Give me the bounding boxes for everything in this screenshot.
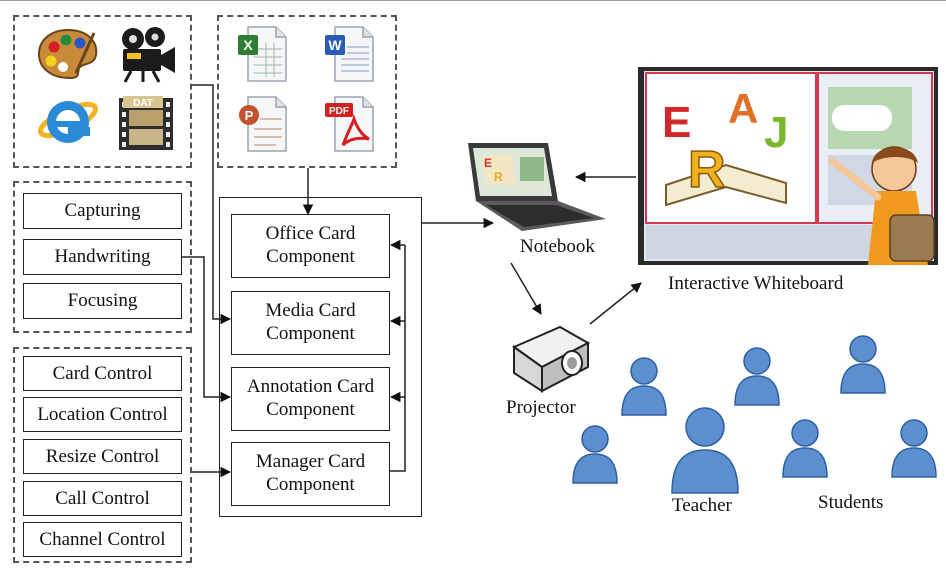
office-card-line2: Component [266, 246, 355, 267]
teacher-icon [671, 407, 739, 494]
call-control-box: Call Control [23, 481, 182, 516]
media-apps-group [13, 15, 192, 168]
film-strip-text: DAT [133, 98, 153, 109]
notebook-laptop-icon: E R [468, 143, 606, 231]
whiteboard-letter-a: A [728, 85, 758, 132]
student-icon-1 [621, 357, 667, 416]
student-icon-4 [572, 425, 618, 484]
card-components-container [219, 197, 422, 517]
word-badge: W [328, 37, 342, 53]
media-card-line2: Component [266, 323, 355, 344]
notebook-label: Notebook [520, 236, 595, 257]
powerpoint-file-icon: P [239, 96, 287, 152]
office-card-line1: Office Card [265, 223, 356, 245]
svg-text:R: R [494, 170, 503, 184]
capturing-box: Capturing [23, 193, 182, 229]
manager-card-line2: Component [266, 474, 355, 495]
resize-control-box: Resize Control [23, 439, 182, 474]
word-file-icon: W [325, 26, 374, 82]
student-icon-5 [782, 419, 828, 478]
movie-camera-icon [122, 27, 175, 83]
students-label: Students [818, 492, 884, 513]
whiteboard-letter-j: J [764, 108, 788, 157]
controls-group [13, 347, 192, 563]
student-icon-2 [734, 347, 780, 406]
handwriting-box: Handwriting [23, 239, 182, 275]
projector-icon [511, 325, 591, 393]
channel-control-box: Channel Control [23, 522, 182, 557]
annotation-card-line2: Component [266, 399, 355, 420]
internet-explorer-icon [37, 101, 99, 143]
excel-file-icon: X [238, 26, 287, 82]
projector-label: Projector [506, 397, 576, 418]
whiteboard-label: Interactive Whiteboard [668, 273, 844, 294]
line-handwriting-to-annotation [182, 256, 232, 403]
whiteboard-letter-e: E [662, 98, 691, 147]
features-group [13, 181, 192, 333]
excel-badge: X [243, 37, 253, 53]
svg-text:E: E [484, 156, 492, 170]
student-icon-6 [891, 419, 937, 478]
media-card-line1: Media Card [265, 300, 356, 322]
annotation-card-line1: Annotation Card [246, 376, 375, 398]
focusing-box: Focusing [23, 283, 182, 319]
interactive-whiteboard-icon: E A R J [638, 67, 938, 265]
film-strip-icon: DAT [119, 96, 173, 150]
location-control-box: Location Control [23, 397, 182, 432]
pdf-file-icon: PDF [325, 96, 374, 152]
line-projector-to-whiteboard [589, 282, 642, 325]
line-notebook-to-projector [510, 262, 542, 315]
manager-card-line1: Manager Card [255, 451, 366, 473]
line-media-to-media-card [191, 84, 232, 325]
student-icon-3 [840, 335, 886, 394]
teacher-label: Teacher [672, 495, 732, 516]
powerpoint-badge: P [245, 108, 254, 123]
office-files-group [217, 15, 397, 168]
whiteboard-letter-r: R [688, 141, 726, 199]
card-control-box: Card Control [23, 356, 182, 391]
pdf-badge: PDF [329, 106, 349, 117]
paint-palette-icon [37, 28, 98, 80]
